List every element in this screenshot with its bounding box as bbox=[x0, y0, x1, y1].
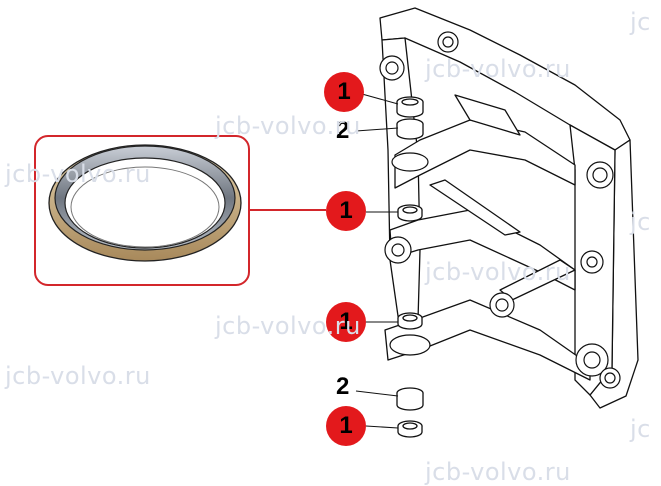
bolt-bosses bbox=[379, 31, 621, 389]
callout-1: 1 bbox=[326, 302, 366, 342]
bushings bbox=[396, 96, 424, 438]
leader-lines bbox=[250, 93, 399, 429]
callout-1: 1 bbox=[326, 406, 366, 446]
callout-1: 1 bbox=[324, 72, 364, 112]
label-2: 2 bbox=[336, 373, 350, 400]
callout-1: 1 bbox=[326, 191, 366, 231]
label-2: 2 bbox=[336, 117, 350, 144]
seal-ring bbox=[48, 144, 242, 262]
axle-frame bbox=[379, 7, 639, 409]
seal-detail-inset bbox=[34, 135, 250, 286]
